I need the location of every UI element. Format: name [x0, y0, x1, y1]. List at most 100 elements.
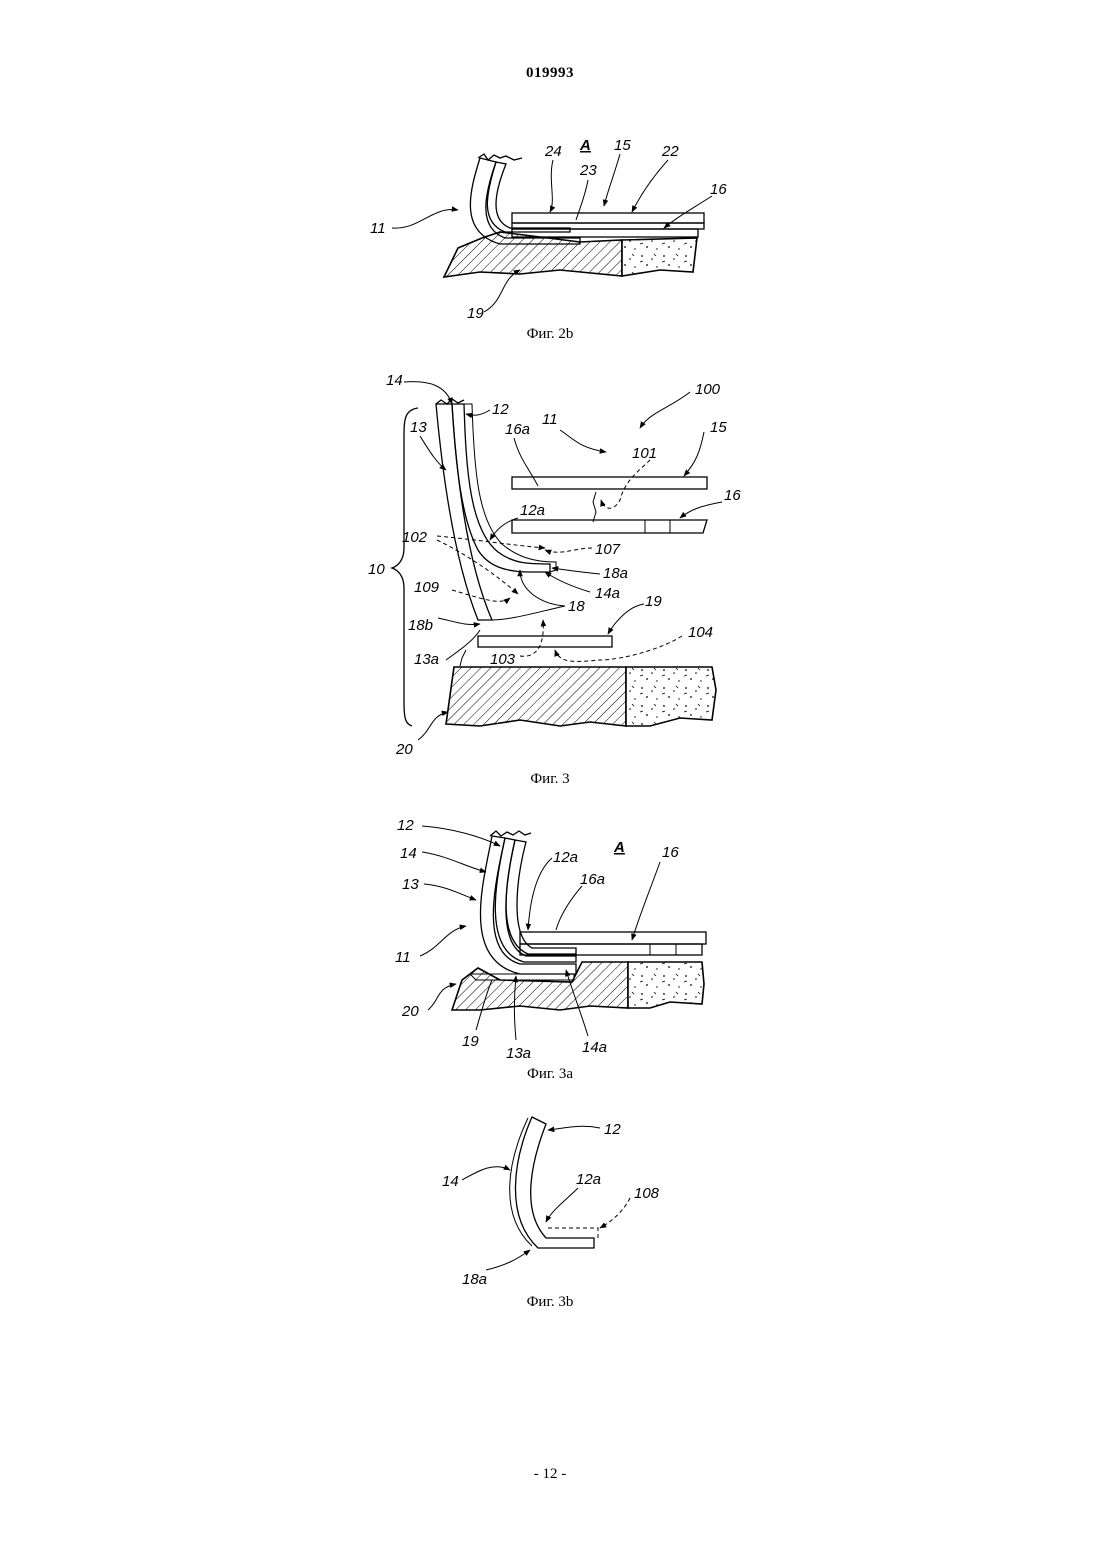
figure-3: 14 12 100 13 16a 11 15 101 12a 16 102 10… [0, 370, 1100, 770]
fig2b-leader-22 [632, 160, 668, 212]
fig2b-leader-23 [576, 180, 588, 220]
fig3a-label-14: 14 [400, 845, 417, 862]
fig3a-label-20: 20 [401, 1003, 419, 1020]
fig3-label-12a: 12a [520, 502, 545, 519]
fig3-label-16a: 16a [505, 421, 530, 438]
figure-3b: 12 14 12a 108 18a [0, 1105, 1100, 1295]
fig3-label-14a: 14a [595, 585, 620, 602]
fig3-leader-100 [640, 392, 690, 428]
fig3a-label-11: 11 [395, 949, 411, 966]
fig3-arrow-104 [555, 636, 682, 661]
fig3b-label-12a: 12a [576, 1171, 601, 1188]
fig3-label-13: 13 [410, 419, 427, 436]
fig3a-leader-12a [528, 858, 552, 930]
fig3a-leader-16 [632, 862, 660, 940]
fig2b-base-speckled [622, 238, 697, 276]
fig3-leader-11 [560, 430, 606, 452]
fig3a-label-19: 19 [462, 1033, 479, 1050]
fig3-label-12: 12 [492, 401, 509, 418]
fig2b-layer-16 [512, 229, 698, 237]
fig3a-label-13: 13 [402, 876, 419, 893]
fig3-leader-12 [466, 410, 490, 415]
fig3-base-speckled [626, 667, 716, 726]
fig3b-leader-14 [462, 1167, 510, 1180]
fig2b-label-11: 11 [370, 220, 386, 237]
caption-fig-3: Фиг. 3 [0, 771, 1100, 788]
fig2b-label-24: 24 [544, 143, 562, 160]
fig3a-leader-16a [556, 886, 582, 930]
fig3-leader-14 [404, 382, 452, 404]
figure-3a: 12 14 12a A 16 16a 13 11 20 19 13a 14a [0, 805, 1100, 1065]
fig3-cover-13 [436, 404, 492, 620]
fig3-arrow-107 [545, 548, 592, 552]
document-number: 019993 [0, 65, 1100, 82]
fig2b-leader-11 [392, 210, 458, 229]
fig2b-leader-24 [550, 160, 553, 212]
fig3-label-14: 14 [386, 372, 403, 389]
fig3-label-100: 100 [695, 381, 721, 398]
fig3-label-109: 109 [414, 579, 440, 596]
fig2b-label-16: 16 [710, 181, 727, 198]
fig3b-leader-12 [548, 1126, 600, 1130]
fig2b-base-hatched [444, 232, 622, 277]
fig2b-cover-inner [487, 162, 570, 232]
caption-fig-3b: Фиг. 3b [0, 1294, 1100, 1311]
fig3b-label-18a: 18a [462, 1271, 487, 1288]
fig3a-label-12a: 12a [553, 849, 578, 866]
fig3-arrow-101 [601, 460, 650, 508]
caption-fig-2b: Фиг. 2b [0, 326, 1100, 343]
caption-fig-3a: Фиг. 3a [0, 1066, 1100, 1083]
fig3-arrow-103 [520, 620, 543, 656]
fig3a-base-speckled [628, 962, 704, 1008]
fig3b-label-108: 108 [634, 1185, 660, 1202]
fig3a-label-14a: 14a [582, 1039, 607, 1056]
fig3a-leader-14 [422, 852, 486, 872]
fig3a-label-16a: 16a [580, 871, 605, 888]
fig3a-leader-13 [424, 884, 476, 900]
fig2b-layer-15 [512, 213, 704, 223]
fig3a-layer-15 [520, 932, 706, 944]
fig3-label-18b: 18b [408, 617, 433, 634]
fig2b-label-19: 19 [467, 305, 484, 322]
figure-2b: A 24 15 22 23 16 11 19 [0, 130, 1100, 330]
fig3-base-hatched [446, 667, 626, 726]
fig3-brace-10 [392, 408, 418, 726]
fig3-leader-18a [552, 568, 600, 574]
fig3-label-11: 11 [542, 411, 558, 428]
fig3-label-101: 101 [632, 445, 657, 462]
fig3-leader-16a [514, 438, 538, 486]
fig3-leader-12a [490, 518, 518, 540]
fig3a-label-12: 12 [397, 817, 414, 834]
fig3-label-16: 16 [724, 487, 741, 504]
fig3-label-15: 15 [710, 419, 727, 436]
fig3b-label-14: 14 [442, 1173, 459, 1190]
fig3-label-10: 10 [368, 561, 385, 578]
fig3b-label-12: 12 [604, 1121, 621, 1138]
fig3-leader-14a [545, 572, 590, 592]
fig3-label-107: 107 [595, 541, 621, 558]
fig3-leader-16 [680, 502, 722, 518]
fig3-leader-15 [684, 432, 704, 476]
fig3a-leader-11 [420, 926, 466, 956]
fig3-layer-16 [512, 520, 707, 533]
fig2b-label-15: 15 [614, 137, 631, 154]
fig3a-base-hatched [452, 962, 628, 1010]
fig2b-label-22: 22 [661, 143, 679, 160]
fig3b-dashed-108 [548, 1228, 598, 1238]
fig3a-torn-edge [490, 831, 531, 836]
fig3-layer-19 [478, 636, 612, 647]
fig3b-leader-12a [546, 1188, 578, 1222]
fig3-gap-mark-1 [593, 492, 596, 522]
fig3b-layer-14-edge [510, 1118, 532, 1246]
fig3a-label-13a: 13a [506, 1045, 531, 1062]
fig3-label-103: 103 [490, 651, 516, 668]
fig3-label-104: 104 [688, 624, 713, 641]
fig3-leader-18-b [490, 606, 565, 620]
fig3a-leader-12 [422, 826, 500, 846]
fig2b-leader-15 [604, 154, 620, 206]
fig3-label-13a: 13a [414, 651, 439, 668]
fig3-label-102: 102 [402, 529, 428, 546]
fig3-label-18a: 18a [603, 565, 628, 582]
fig3-label-19: 19 [645, 593, 662, 610]
fig3-leader-18 [520, 570, 565, 606]
